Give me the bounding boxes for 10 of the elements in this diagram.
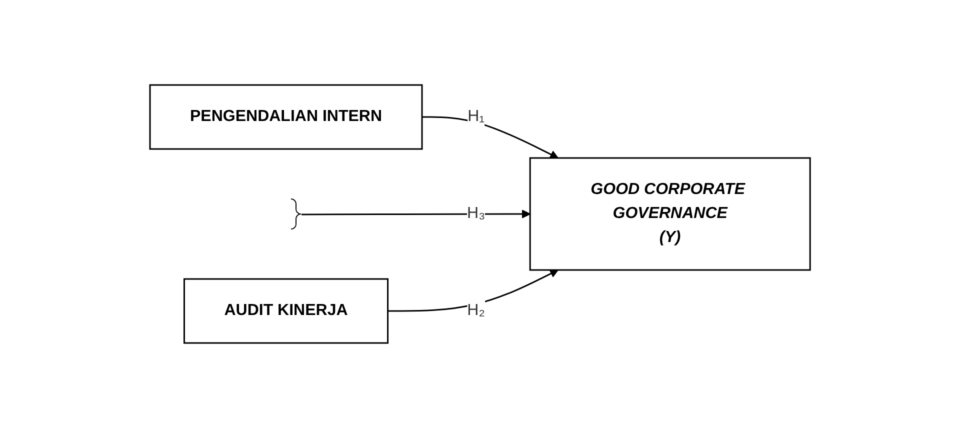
node-box: GOOD CORPORATE GOVERNANCE (Y)	[529, 156, 811, 270]
node-box: PENGENDALIAN INTERN	[149, 84, 423, 150]
edge-label: H₂	[467, 302, 485, 318]
edge-label: H₃	[466, 204, 486, 222]
node-bracket	[290, 198, 302, 229]
edge-label: H₁	[468, 108, 484, 124]
arrow	[301, 209, 530, 218]
node-box: AUDIT KINERJA	[183, 278, 388, 344]
arrow	[388, 269, 558, 312]
arrow	[422, 116, 558, 158]
